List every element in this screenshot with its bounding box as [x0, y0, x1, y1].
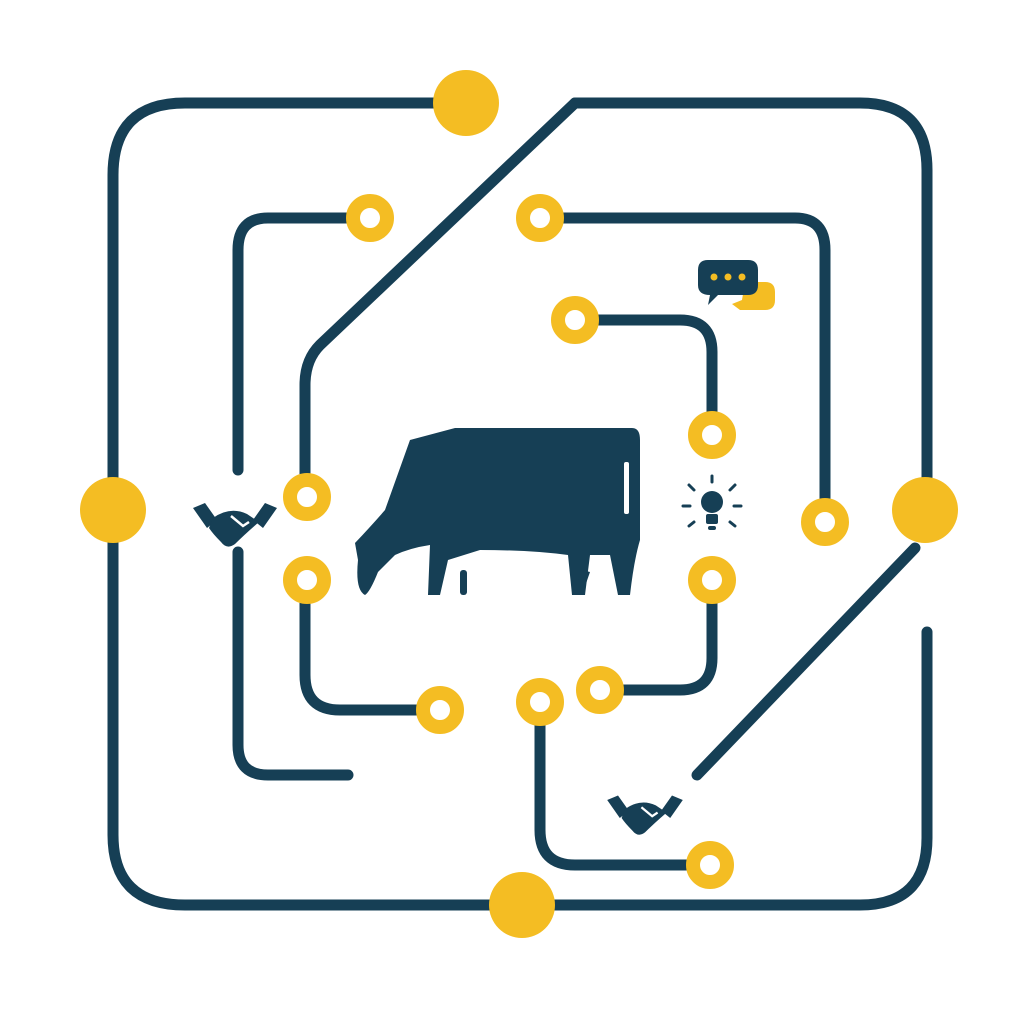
inner-trace-lower-right — [594, 574, 718, 696]
junction-node-large — [489, 872, 555, 938]
inner-trace-bottom — [534, 696, 716, 871]
handshake-icon — [607, 795, 683, 835]
ring-node — [551, 296, 599, 344]
ring-node — [416, 686, 464, 734]
ring-node — [346, 194, 394, 242]
outer-trace-left — [107, 97, 933, 911]
lightbulb-icon — [681, 474, 743, 530]
inner-trace-left-bottom — [232, 546, 354, 781]
cow-silhouette-icon — [355, 428, 640, 595]
inner-trace-lower-left — [299, 579, 446, 716]
diagonal-trace-lower — [691, 542, 921, 781]
circuit-traces — [107, 97, 933, 911]
chat-bubble-icon — [698, 260, 775, 310]
inner-trace-top-right — [534, 212, 831, 526]
ring-node — [283, 473, 331, 521]
ring-node — [688, 556, 736, 604]
circuit-nodes — [80, 70, 958, 938]
diagonal-trace-upper — [299, 97, 581, 496]
inner-trace-left-top — [232, 212, 376, 476]
handshake-icon — [193, 503, 277, 547]
ring-node — [516, 678, 564, 726]
ring-node — [283, 556, 331, 604]
ring-node — [576, 666, 624, 714]
inner-trace-mid-right — [569, 314, 718, 441]
ring-node — [688, 411, 736, 459]
outer-trace-top-right — [569, 97, 933, 511]
ring-node — [516, 194, 564, 242]
junction-node-large — [892, 477, 958, 543]
ring-node — [801, 498, 849, 546]
junction-node-large — [433, 70, 499, 136]
ring-node — [686, 841, 734, 889]
junction-node-large — [80, 477, 146, 543]
